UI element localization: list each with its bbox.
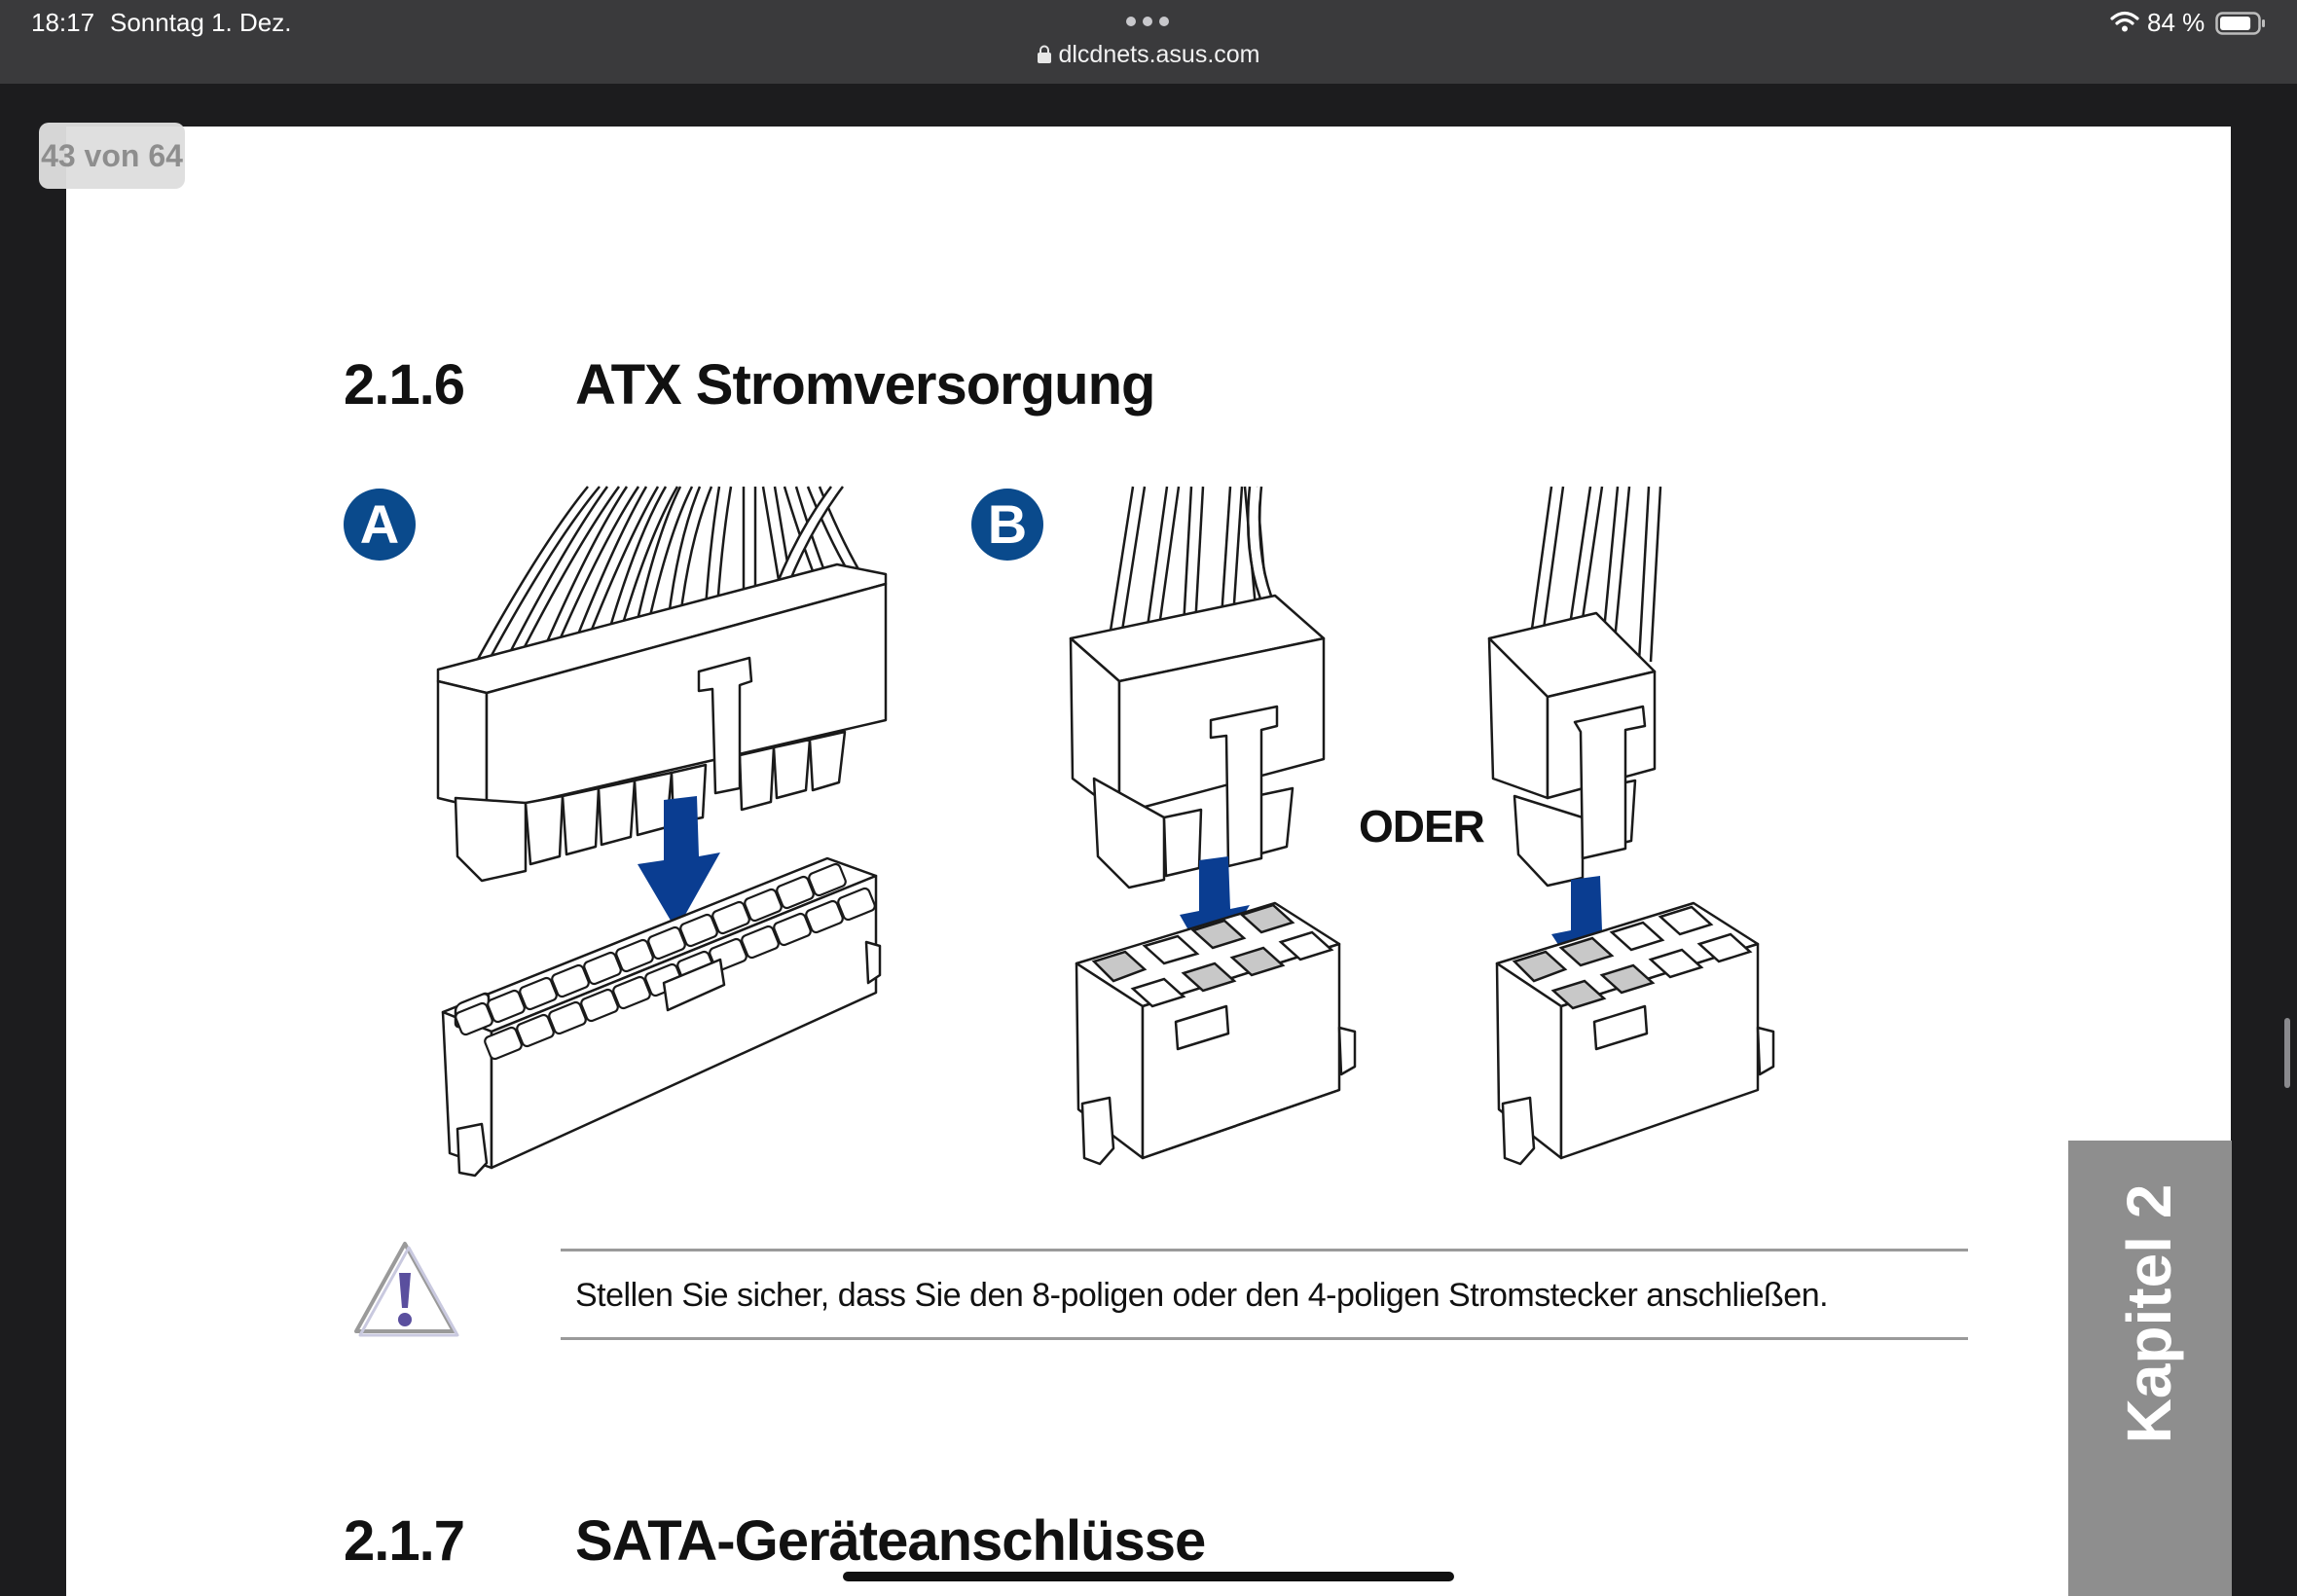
status-time: 18:17 xyxy=(31,8,95,37)
section-number: 2.1.7 xyxy=(344,1509,465,1573)
note-divider-top xyxy=(561,1249,1968,1251)
or-label: ODER xyxy=(1359,801,1485,852)
lock-icon xyxy=(1038,45,1052,63)
section-number: 2.1.6 xyxy=(344,353,465,417)
label-badge-b: B xyxy=(971,489,1043,561)
battery-icon xyxy=(2215,12,2265,35)
warning-icon xyxy=(354,1242,459,1337)
status-date: Sonntag 1. Dez. xyxy=(110,8,292,37)
battery-percentage: 84 % xyxy=(2147,8,2206,37)
url-text: dlcdnets.asus.com xyxy=(1058,41,1260,68)
atx-24pin-connector-diagram xyxy=(436,484,888,1178)
multitasking-dots-icon[interactable] xyxy=(1126,17,1169,26)
section-title: ATX Stromversorgung xyxy=(575,353,1155,417)
wifi-icon xyxy=(2110,11,2139,32)
note-text: Stellen Sie sicher, dass Sie den 8-polig… xyxy=(575,1277,1829,1314)
page-counter: 43 von 64 xyxy=(39,123,185,189)
chapter-tab-label: Kapitel 2 xyxy=(2114,1183,2184,1444)
note-divider-bottom xyxy=(561,1337,1968,1340)
section-title: SATA-Geräteanschlüsse xyxy=(575,1509,1206,1573)
eps-8pin-connector-diagram xyxy=(1069,486,1357,1166)
atx-4pin-connector-diagram xyxy=(1487,486,1775,1166)
status-bar: 18:17 Sonntag 1. Dez. dlcdnets.asus.com … xyxy=(0,0,2297,84)
label-badge-a: A xyxy=(344,489,416,561)
address-bar[interactable]: dlcdnets.asus.com xyxy=(0,41,2297,69)
home-indicator[interactable] xyxy=(843,1572,1454,1581)
scroll-indicator[interactable] xyxy=(2284,1018,2290,1088)
chapter-tab xyxy=(2068,1141,2232,1596)
